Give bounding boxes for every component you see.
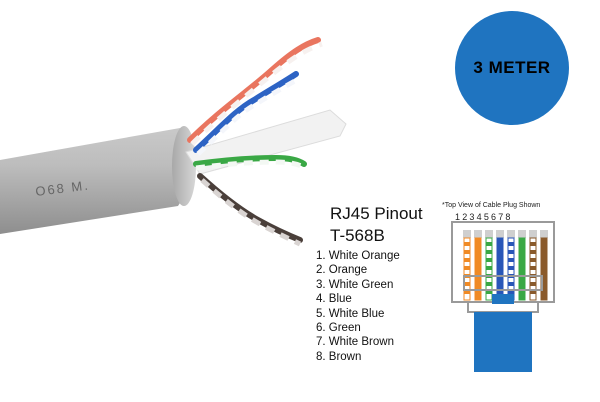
pin-number: 7 xyxy=(498,212,505,222)
rj45-plug-diagram xyxy=(451,221,555,372)
wire-list-item: 4. Blue xyxy=(316,293,352,306)
wire-list-item: 7. White Brown xyxy=(316,336,394,349)
contact-slot xyxy=(518,230,526,238)
length-badge: 3 METER xyxy=(455,11,569,125)
orange-pair xyxy=(187,37,323,146)
wire-stripe xyxy=(530,290,536,294)
wire-stripe xyxy=(464,242,470,246)
pin-number: 1 xyxy=(455,212,462,222)
contact-slots xyxy=(463,230,548,238)
pinout-standard: T-568B xyxy=(330,226,385,245)
contact-slot xyxy=(496,230,504,238)
wire-stripe xyxy=(508,250,514,254)
blue-pair xyxy=(193,71,302,156)
view-note: *Top View of Cable Plug Shown xyxy=(442,202,541,209)
contact-slot xyxy=(507,230,515,238)
contact-slot xyxy=(540,230,548,238)
pin-number: 8 xyxy=(505,212,512,222)
cable-cut-end xyxy=(172,126,196,206)
wire-stripe xyxy=(486,290,492,294)
wire-color-list: 1. White Orange 2. Orange 3. White Green… xyxy=(316,249,400,364)
wire-stripe xyxy=(464,290,470,294)
contact-slot xyxy=(485,230,493,238)
wire-list-item: 2. Orange xyxy=(316,264,368,277)
wire-stripe xyxy=(508,242,514,246)
pin-number: 5 xyxy=(483,212,490,222)
pin-number: 4 xyxy=(476,212,483,222)
wire-stripe xyxy=(508,282,514,286)
brown-pair xyxy=(197,173,303,247)
wire-list-item: 3. White Green xyxy=(316,278,394,291)
wire-stripe xyxy=(508,258,514,262)
pin-number: 3 xyxy=(469,212,476,222)
wire-stripe xyxy=(530,250,536,254)
wire-6 xyxy=(518,237,526,301)
wire-stripe xyxy=(464,250,470,254)
wire-list-item: 1. White Orange xyxy=(316,250,400,262)
crimp-bar xyxy=(463,275,543,291)
wire-stripe xyxy=(464,282,470,286)
wire-stripe xyxy=(486,242,492,246)
wire-stripe xyxy=(530,258,536,262)
wire-2 xyxy=(474,237,482,301)
contact-slot xyxy=(463,230,471,238)
boot-ridge xyxy=(492,294,514,304)
wire-stripe xyxy=(486,250,492,254)
cable-jacket xyxy=(0,128,195,234)
contact-slot xyxy=(529,230,537,238)
pin-number: 2 xyxy=(462,212,469,222)
wire-stripe xyxy=(486,266,492,270)
pin-number: 6 xyxy=(491,212,498,222)
pin-numbers: 1 2 3 4 5 6 7 8 xyxy=(455,212,511,222)
wire-stripe xyxy=(508,290,514,294)
length-badge-label: 3 METER xyxy=(473,58,551,77)
contact-slot xyxy=(474,230,482,238)
jacket-print: O68 M. xyxy=(35,177,91,199)
wire-stripe xyxy=(464,266,470,270)
wire-stripe xyxy=(530,242,536,246)
wire-list-item: 6. Green xyxy=(316,322,361,335)
wire-stripe xyxy=(530,282,536,286)
wire-stripe xyxy=(486,258,492,262)
wire-list-item: 8. Brown xyxy=(316,350,362,363)
wire-stripe xyxy=(464,258,470,262)
wire-8 xyxy=(540,237,548,301)
pinout-title: RJ45 Pinout xyxy=(330,204,423,223)
plug-boot xyxy=(474,312,532,372)
wire-stripe xyxy=(530,266,536,270)
wire-stripe xyxy=(486,282,492,286)
green-pair xyxy=(193,154,308,171)
wire-list-item: 5. White Blue xyxy=(316,307,385,320)
wire-stripe xyxy=(508,266,514,270)
